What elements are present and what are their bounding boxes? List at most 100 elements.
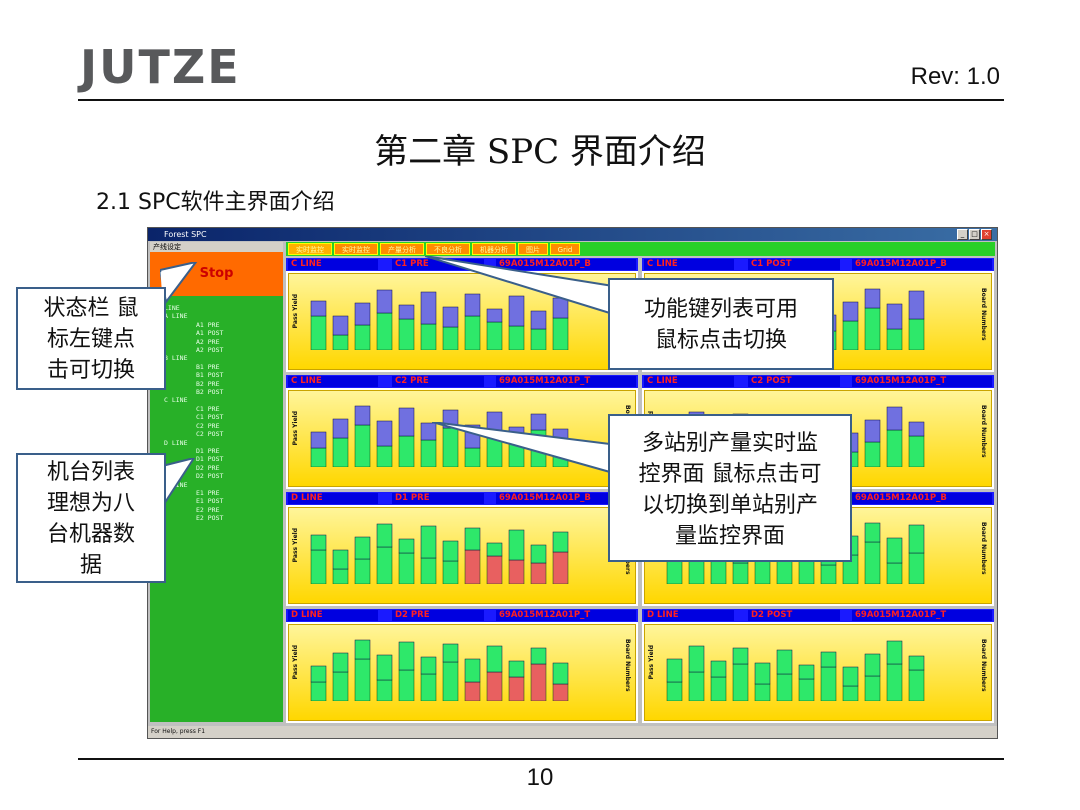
bar-segment-pass: [442, 326, 459, 350]
tree-line-item[interactable]: D LINE: [164, 438, 188, 447]
bar-segment-total: [376, 654, 393, 681]
callout-line: 击可切换: [46, 358, 135, 383]
tree-line-item[interactable]: A LINE: [164, 312, 188, 321]
tree-station-item[interactable]: B2 PRE: [196, 379, 220, 388]
bar-segment-total: [354, 536, 371, 560]
tree-line-item[interactable]: C LINE: [164, 396, 188, 405]
bar-segment-total: [310, 665, 327, 683]
toolbar-button[interactable]: 不良分析: [426, 243, 470, 255]
jutze-logo: JUTZE: [80, 40, 241, 94]
toolbar-button[interactable]: Grid: [550, 243, 580, 255]
callout-line: 机台列表: [46, 460, 135, 485]
tree-station-item[interactable]: C2 POST: [196, 430, 224, 439]
panel-model-label: 69A015M12A01P_B: [852, 493, 992, 504]
tree-station-item[interactable]: D2 PRE: [196, 463, 220, 472]
right-axis-label: Board Numbers: [980, 405, 987, 458]
callout-tail-function: [425, 256, 614, 316]
function-keys-callout: 功能键列表可用 鼠标点击切换: [608, 278, 834, 370]
tree-station-item[interactable]: D1 POST: [196, 455, 224, 464]
bar-segment-pass: [530, 562, 547, 584]
tree-station-item[interactable]: C1 PRE: [196, 404, 220, 413]
tree-station-item[interactable]: E1 PRE: [196, 488, 220, 497]
tree-station-item[interactable]: A2 POST: [196, 346, 224, 355]
bar-segment-pass: [552, 683, 569, 701]
callout-line: 控界面 鼠标点击可: [638, 462, 822, 487]
bar-segment-pass: [842, 685, 859, 701]
tree-station-item[interactable]: B1 POST: [196, 371, 224, 380]
callout-line: 台机器数: [46, 522, 135, 547]
callout-line: 功能键列表可用: [643, 297, 798, 322]
bar-segment-pass: [332, 568, 349, 584]
bar-segment-total: [420, 422, 437, 441]
tree-station-item[interactable]: D2 POST: [196, 472, 224, 481]
tree-station-item[interactable]: A1 PRE: [196, 320, 220, 329]
bar-segment-total: [530, 310, 547, 330]
panel-station-label: C2 PRE: [392, 376, 484, 387]
panel-model-label: 69A015M12A01P_B: [496, 259, 636, 270]
tree-station-item[interactable]: A2 PRE: [196, 337, 220, 346]
tree-station-item[interactable]: E2 PRE: [196, 505, 220, 514]
tree-station-item[interactable]: D1 PRE: [196, 446, 220, 455]
tree-station-item[interactable]: E2 POST: [196, 514, 224, 523]
bar-segment-pass: [376, 312, 393, 350]
bar-segment-total: [908, 290, 925, 320]
bar-segment-pass: [864, 441, 881, 467]
bar-segment-pass: [464, 549, 481, 584]
tree-station-item[interactable]: B1 PRE: [196, 362, 220, 371]
close-icon[interactable]: ×: [981, 229, 992, 240]
callout-line: 状态栏 鼠: [43, 296, 139, 321]
toolbar-button[interactable]: 实时监控: [288, 243, 332, 255]
callout-tail-machine: [160, 458, 196, 508]
minimize-icon[interactable]: _: [957, 229, 968, 240]
bar-segment-pass: [398, 318, 415, 350]
bar-segment-pass: [354, 424, 371, 467]
status-bar-callout: 状态栏 鼠 标左键点 击可切换: [16, 287, 166, 390]
bar-segment-total: [398, 407, 415, 437]
callout-line: 据: [79, 553, 102, 578]
toolbar-button[interactable]: 图片: [518, 243, 548, 255]
bar-segment-pass: [354, 324, 371, 350]
bar-segment-total: [886, 640, 903, 665]
bar-segment-total: [798, 664, 815, 680]
y-axis-label: Pass Yield: [648, 645, 655, 680]
bar-segment-total: [420, 525, 437, 559]
y-axis-label: Pass Yield: [292, 294, 299, 329]
tree-station-item[interactable]: B2 POST: [196, 388, 224, 397]
tree-station-item[interactable]: A1 POST: [196, 329, 224, 338]
maximize-icon[interactable]: □: [969, 229, 980, 240]
toolbar-button[interactable]: 实时监控: [334, 243, 378, 255]
tree-line-item[interactable]: B LINE: [164, 354, 188, 363]
tree-line-item[interactable]: LINE: [164, 304, 180, 312]
bar-segment-total: [886, 303, 903, 330]
bar-segment-pass: [486, 321, 503, 350]
bar-segment-total: [310, 431, 327, 449]
bar-segment-pass: [530, 663, 547, 701]
tree-station-item[interactable]: C2 PRE: [196, 421, 220, 430]
page-number: 10: [526, 764, 554, 791]
bar-segment-pass: [710, 676, 727, 701]
status-bar: For Help, press F1: [148, 726, 997, 738]
bar-segment-total: [886, 406, 903, 431]
page-title: 第二章 SPC 界面介绍: [374, 132, 706, 172]
toolbar-button[interactable]: 产量分析: [380, 243, 424, 255]
panel-station-label: C2 POST: [748, 376, 840, 387]
revision-label: Rev: 1.0: [910, 63, 1000, 90]
bar-segment-total: [486, 542, 503, 557]
toolbar-button[interactable]: 机器分析: [472, 243, 516, 255]
tree-station-item[interactable]: C1 POST: [196, 413, 224, 422]
tree-station-item[interactable]: E1 POST: [196, 497, 224, 506]
panel-model-label: 69A015M12A01P_T: [852, 610, 992, 621]
bar-segment-pass: [908, 318, 925, 350]
bar-plot: 18:0020:0022:0000:0002:0004:0006:0008:00…: [310, 289, 569, 350]
bar-segment-total: [354, 302, 371, 326]
